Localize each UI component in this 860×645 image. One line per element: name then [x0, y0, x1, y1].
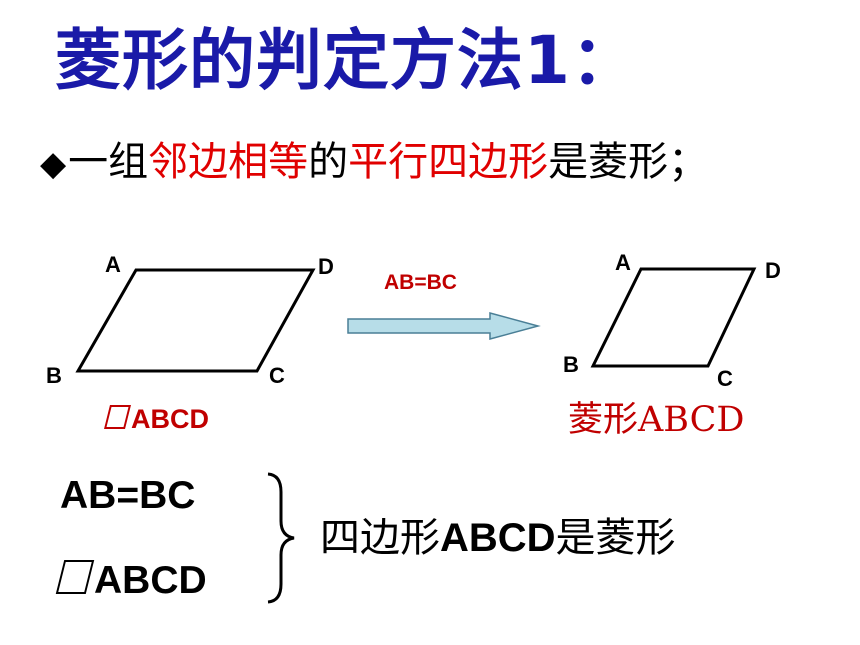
arrow-condition-label: AB=BC — [384, 271, 457, 294]
rule-text-1: 一组 — [68, 139, 149, 185]
premise-parallelogram: ABCD — [55, 560, 207, 600]
parallelogram-shape — [75, 268, 316, 373]
parallelogram-symbol-icon — [104, 405, 131, 429]
left-vertex-b-label: B — [46, 363, 62, 388]
right-vertex-d-label: D — [765, 258, 781, 283]
rhombus-shape — [590, 267, 757, 368]
rhombus-caption: 菱形ABCD — [568, 400, 745, 440]
left-vertex-d-label: D — [318, 254, 334, 279]
rule-statement: ◆一组邻边相等的平行四边形是菱形； — [40, 142, 708, 182]
rule-text-5: 是菱形； — [548, 139, 709, 185]
right-brace-icon — [267, 472, 295, 604]
right-vertex-a-label: A — [615, 250, 631, 275]
conclusion-text: 四边形ABCD是菱形 — [320, 515, 676, 561]
diamond-bullet-icon: ◆ — [40, 144, 67, 184]
right-arrow-icon — [347, 312, 541, 340]
right-vertex-b-label: B — [563, 352, 579, 377]
left-vertex-a-label: A — [105, 252, 121, 277]
rule-text-adjacent-equal: 邻边相等 — [148, 139, 309, 185]
parallelogram-symbol-icon — [55, 560, 95, 594]
right-vertex-c-label: C — [717, 366, 733, 391]
rule-text-parallelogram: 平行四边形 — [348, 139, 549, 185]
left-vertex-c-label: C — [269, 363, 285, 388]
rule-text-3: 的 — [308, 139, 349, 185]
premise-ab-equals-bc: AB=BC — [60, 474, 196, 517]
page-title: 菱形的判定方法1： — [55, 22, 638, 99]
parallelogram-caption: ABCD — [104, 405, 209, 433]
